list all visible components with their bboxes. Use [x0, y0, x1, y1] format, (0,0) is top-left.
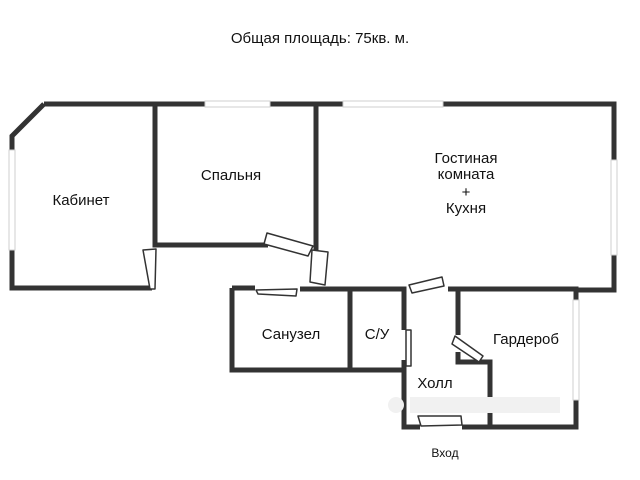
wardrobe-wall-inner — [455, 352, 493, 427]
hall-left-wall — [401, 360, 420, 430]
room-label-cabinet: Кабинет — [52, 192, 110, 209]
door — [405, 329, 412, 367]
room-label-living-line1: Гостиная — [434, 150, 498, 167]
room-label-living-line2: комната — [437, 166, 495, 183]
window — [610, 159, 618, 256]
room-label-bedroom: Спальня — [200, 167, 262, 184]
outer-wall — [44, 101, 617, 293]
window — [204, 100, 271, 108]
room-label-hall: Холл — [417, 375, 453, 392]
room-label-wardrobe: Гардероб — [493, 331, 559, 348]
door — [255, 288, 298, 297]
wc-wall-top — [300, 286, 407, 330]
door — [451, 335, 484, 363]
window — [8, 149, 16, 251]
bedroom-wall — [152, 104, 268, 248]
room-label-living-plus: + — [461, 184, 471, 201]
entrance-label: Вход — [431, 446, 459, 460]
watermark-logo — [388, 397, 404, 413]
door — [408, 276, 445, 294]
door — [309, 249, 329, 286]
plan-title: Общая площадь: 75кв. м. — [230, 30, 410, 47]
door — [263, 232, 314, 257]
watermark-bar — [410, 397, 560, 413]
window — [342, 100, 444, 108]
window — [572, 299, 580, 401]
room-label-bathroom: Санузел — [261, 326, 321, 343]
room-label-living-line3: Кухня — [445, 200, 487, 217]
door — [142, 248, 157, 290]
bathroom-wall — [229, 288, 404, 373]
door — [417, 415, 463, 427]
room-label-wc: С/У — [364, 326, 390, 343]
